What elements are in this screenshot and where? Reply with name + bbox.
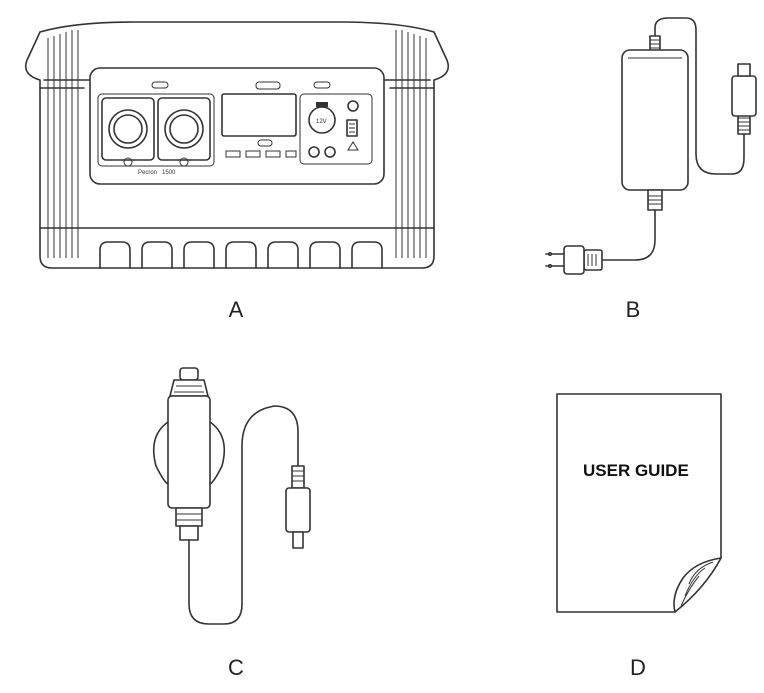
label-d: D [630,655,646,680]
car-charger-cable-illustration [146,366,336,626]
power-station-illustration: Pecron 1500 12V [14,18,460,274]
label-c: C [228,655,244,680]
socket-label: 12V [316,119,327,125]
user-guide-title: USER GUIDE [583,461,689,480]
user-guide-illustration: USER GUIDE [555,392,725,620]
brand-text: Pecron [138,170,157,176]
label-a: A [228,297,244,322]
ac-adapter-illustration [510,14,760,284]
label-b: B [625,297,641,322]
model-text: 1500 [162,170,176,176]
